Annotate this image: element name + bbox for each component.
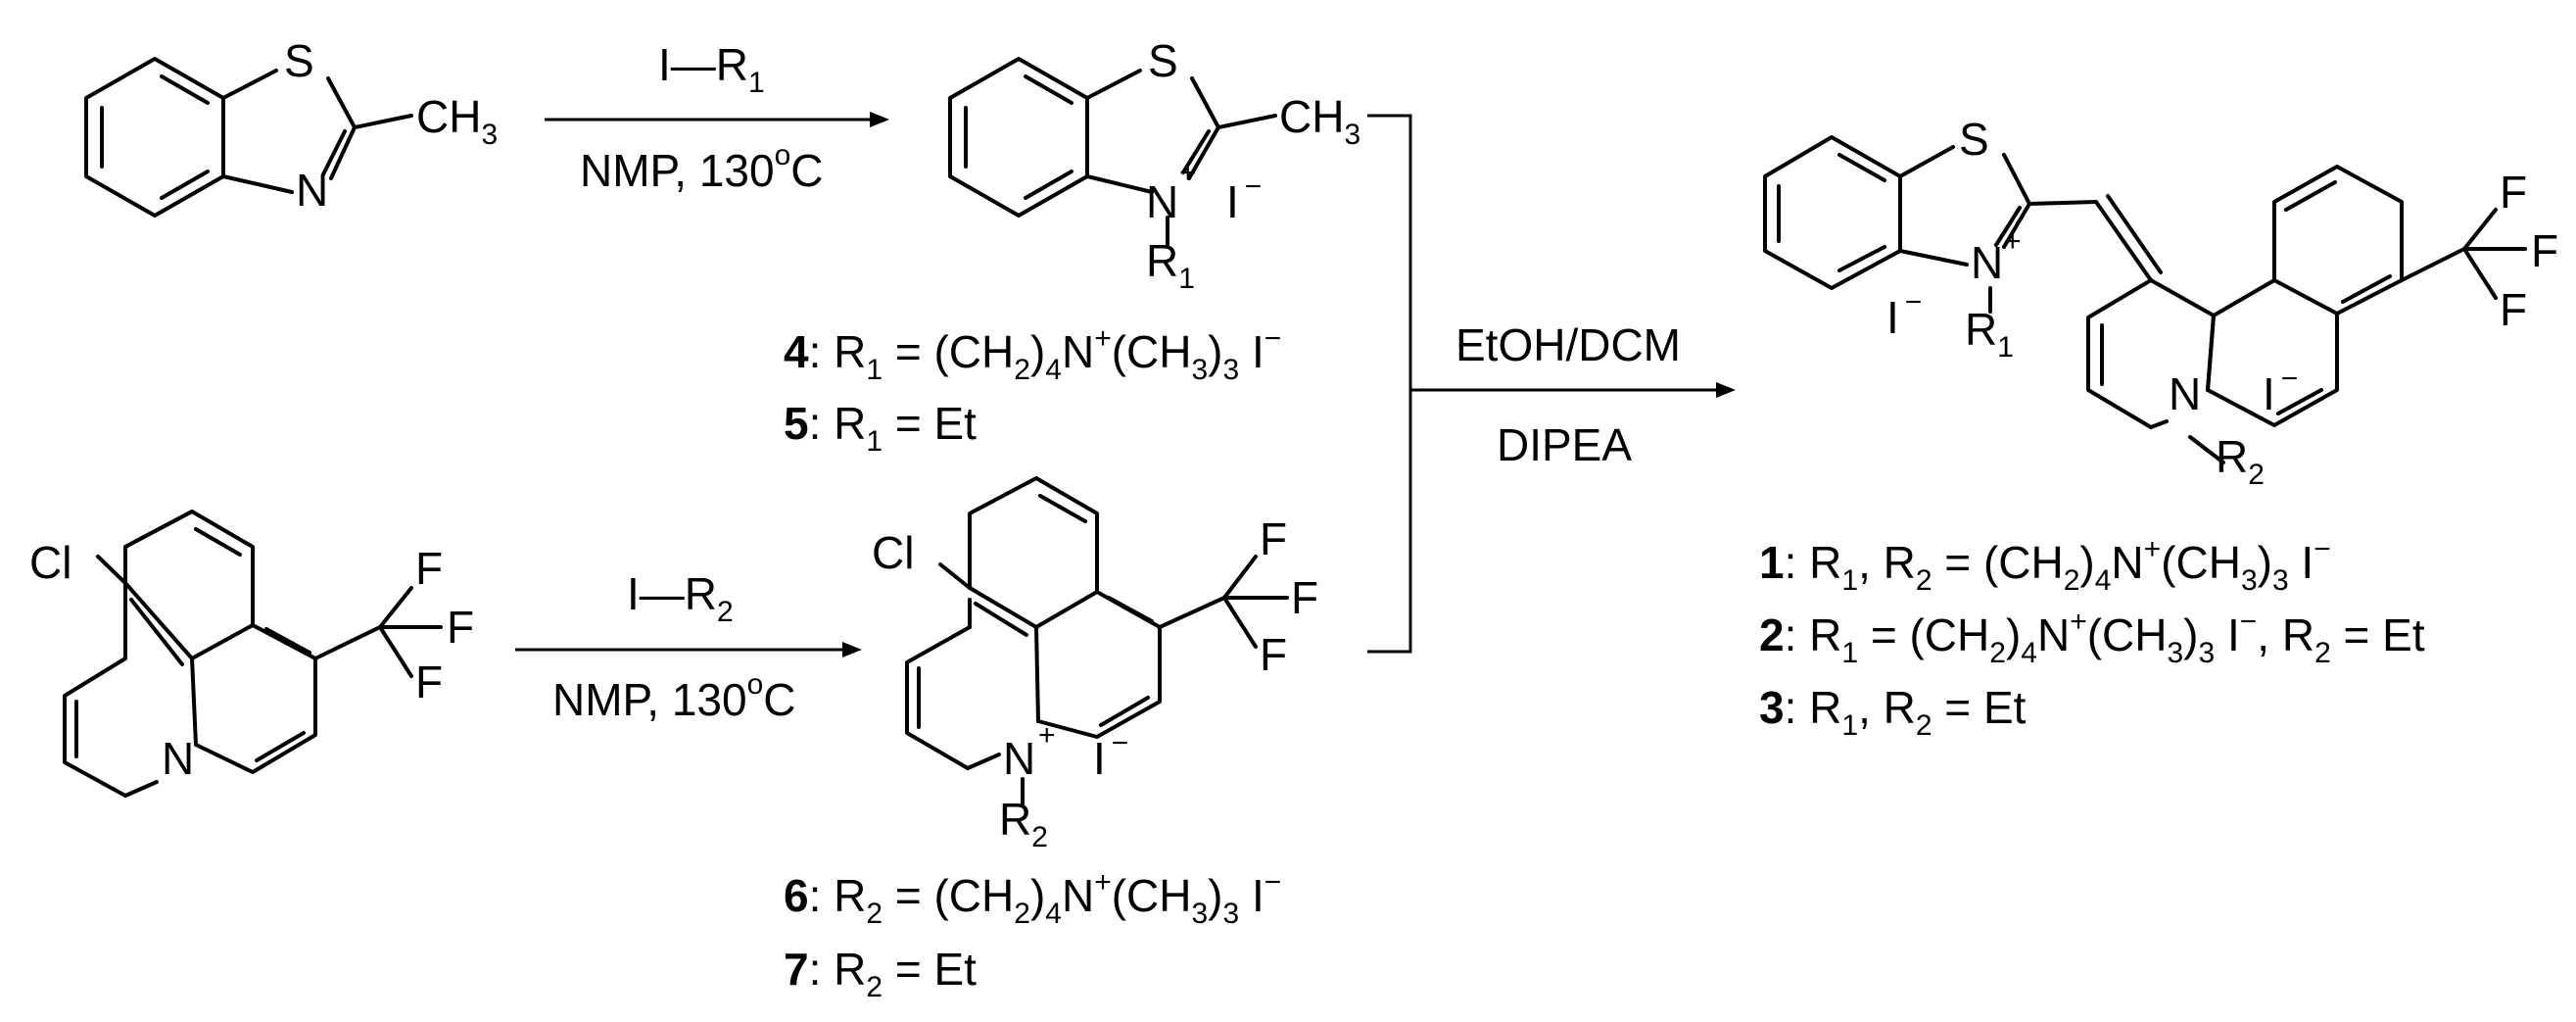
sm1-benzothiazole: S N CH3 xyxy=(84,35,498,218)
compound-6-label: 6: R2 = (CH2)4N+(CH3)3 I− xyxy=(784,866,1281,930)
int1-benzothiazolium: S N + CH3 I− R1 xyxy=(948,35,1360,295)
int1-r-label: R1 xyxy=(1146,235,1195,295)
product-f2-label: F xyxy=(2531,225,2558,276)
sm2-bonds xyxy=(63,510,443,798)
int2-n-charge: + xyxy=(1038,719,1056,752)
step3-reagent-bottom: DIPEA xyxy=(1497,419,1632,470)
int1-methyl-label: CH3 xyxy=(1279,91,1360,151)
int2-f1-label: F xyxy=(1260,513,1287,564)
sm2-f2-label: F xyxy=(447,602,474,653)
int2-quinolinium: Cl N + F F F I− R2 xyxy=(872,476,1318,853)
int2-f2-label: F xyxy=(1291,572,1318,623)
int1-bonds xyxy=(948,57,1277,247)
product-r1-label: R1 xyxy=(1965,304,2014,364)
step1-reagent: I—R1 xyxy=(658,39,765,99)
product-iodide-2: I− xyxy=(2263,363,2298,419)
int1-s-label: S xyxy=(1148,35,1178,86)
product-n2-label: N xyxy=(2169,368,2201,419)
step2-reagent: I—R2 xyxy=(627,568,734,628)
sm1-s-label: S xyxy=(284,35,314,86)
product-dye: S N + N F F F I− R1 I− R2 xyxy=(1763,114,2558,491)
product-r2-label: R2 xyxy=(2216,431,2265,491)
step2-arrow: I—R2 NMP, 130oC xyxy=(515,568,862,725)
product-s-label: S xyxy=(1959,114,1989,165)
sm1-methyl-label: CH3 xyxy=(416,91,498,151)
compound-1-label: 1: R1, R2 = (CH2)4N+(CH3)3 I− xyxy=(1759,533,2331,597)
compound-4-label: 4: R1 = (CH2)4N+(CH3)3 I− xyxy=(784,322,1281,386)
sm2-cl-label: Cl xyxy=(29,537,72,588)
int1-n-label: N xyxy=(1146,176,1178,227)
product-n1-charge: + xyxy=(2004,225,2022,258)
step1-arrow: I—R1 NMP, 130oC xyxy=(545,39,889,196)
compound-5-label: 5: R1 = Et xyxy=(784,398,977,458)
compound-7-label: 7: R2 = Et xyxy=(784,944,977,1003)
compound-2-label: 2: R1 = (CH2)4N+(CH3)3 I−, R2 = Et xyxy=(1759,606,2425,669)
compound-3-label: 3: R1, R2 = Et xyxy=(1759,682,2027,742)
sm2-n-label: N xyxy=(162,733,194,784)
sm1-bonds xyxy=(84,57,413,218)
int2-iodide: I− xyxy=(1093,727,1128,784)
product-n1-label: N xyxy=(1971,237,2003,288)
sm2-f3-label: F xyxy=(415,657,443,707)
step2-conditions: NMP, 130oC xyxy=(552,668,796,725)
int2-f3-label: F xyxy=(1260,629,1287,680)
sm2-quinoline: Cl N F F F xyxy=(29,510,474,798)
product-f3-label: F xyxy=(2500,284,2527,335)
product-bonds xyxy=(1763,135,2527,464)
int2-r-label: R2 xyxy=(999,794,1048,853)
int2-cl-label: Cl xyxy=(872,527,914,578)
int2-n-label: N xyxy=(1003,733,1035,784)
int2-bonds xyxy=(905,476,1289,805)
step1-conditions: NMP, 130oC xyxy=(580,139,824,196)
sm2-f1-label: F xyxy=(415,543,443,594)
product-f1-label: F xyxy=(2500,167,2527,218)
int1-n-charge: + xyxy=(1179,157,1197,189)
sm1-n-label: N xyxy=(296,165,328,216)
int1-iodide: I− xyxy=(1226,170,1262,227)
step3-reagent-top: EtOH/DCM xyxy=(1455,319,1681,370)
product-iodide-1: I− xyxy=(1886,286,1922,343)
step3-arrow: EtOH/DCM DIPEA xyxy=(1367,114,1736,654)
